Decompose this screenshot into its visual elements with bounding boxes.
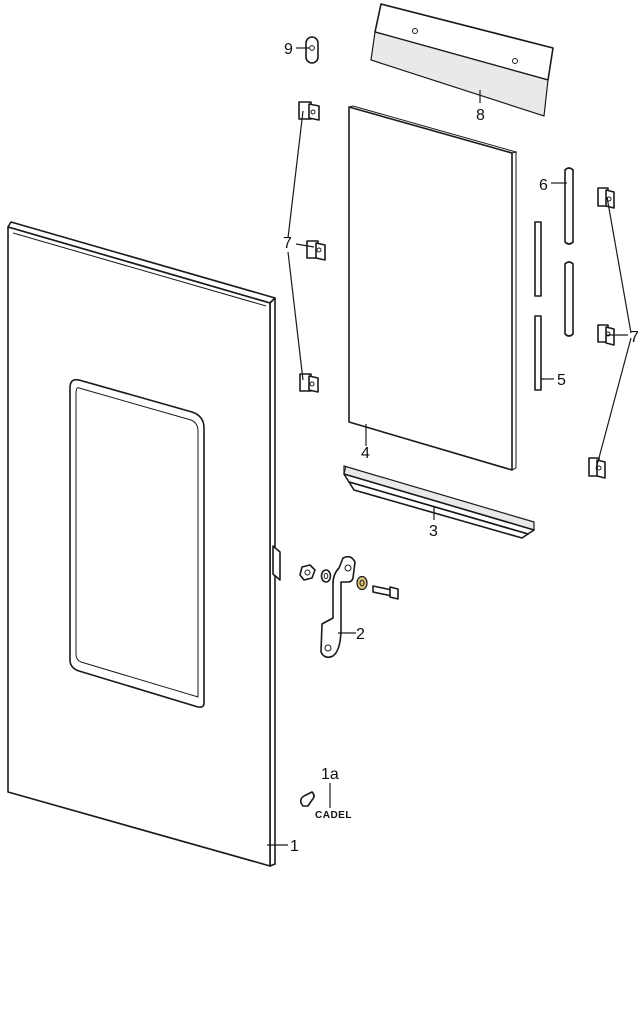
- clip-right-top: [597, 187, 615, 209]
- callout-4: 4: [361, 445, 370, 462]
- bottom-rail: [343, 465, 535, 539]
- long-rod-upper: [564, 167, 574, 245]
- washer-left: [320, 569, 332, 583]
- callout-2: 2: [356, 626, 365, 643]
- bolt: [372, 585, 399, 600]
- logo-text: CADEL: [315, 810, 352, 821]
- clip-left-top: [298, 101, 320, 121]
- long-rod-lower: [564, 261, 574, 337]
- glass-panel: [348, 105, 518, 471]
- callout-5: 5: [557, 372, 566, 389]
- callout-1: 1: [290, 838, 299, 855]
- callout-3: 3: [429, 523, 438, 540]
- short-rod-upper: [534, 221, 542, 297]
- clip-right-bottom: [588, 457, 606, 479]
- clip-left-middle: [306, 240, 326, 261]
- short-rod-lower: [534, 315, 542, 391]
- door-panel: [7, 221, 281, 867]
- callout-7-right: 7: [630, 329, 639, 346]
- clip-right-middle: [597, 324, 615, 346]
- top-rail: [370, 3, 554, 117]
- callout-1a: 1a: [321, 766, 339, 783]
- callout-7-left: 7: [283, 235, 292, 252]
- leader-lines: [267, 47, 632, 846]
- logo-badge: CADEL: [299, 791, 352, 821]
- hinge-bracket: [320, 555, 356, 659]
- callout-8: 8: [476, 107, 485, 124]
- callout-6: 6: [539, 177, 548, 194]
- washer-right: [356, 575, 368, 591]
- callout-9: 9: [284, 41, 293, 58]
- callouts: 9 8 6 7 7 5 4 3 2 1a 1: [283, 41, 639, 855]
- small-clip: [305, 36, 319, 64]
- nut: [299, 564, 316, 581]
